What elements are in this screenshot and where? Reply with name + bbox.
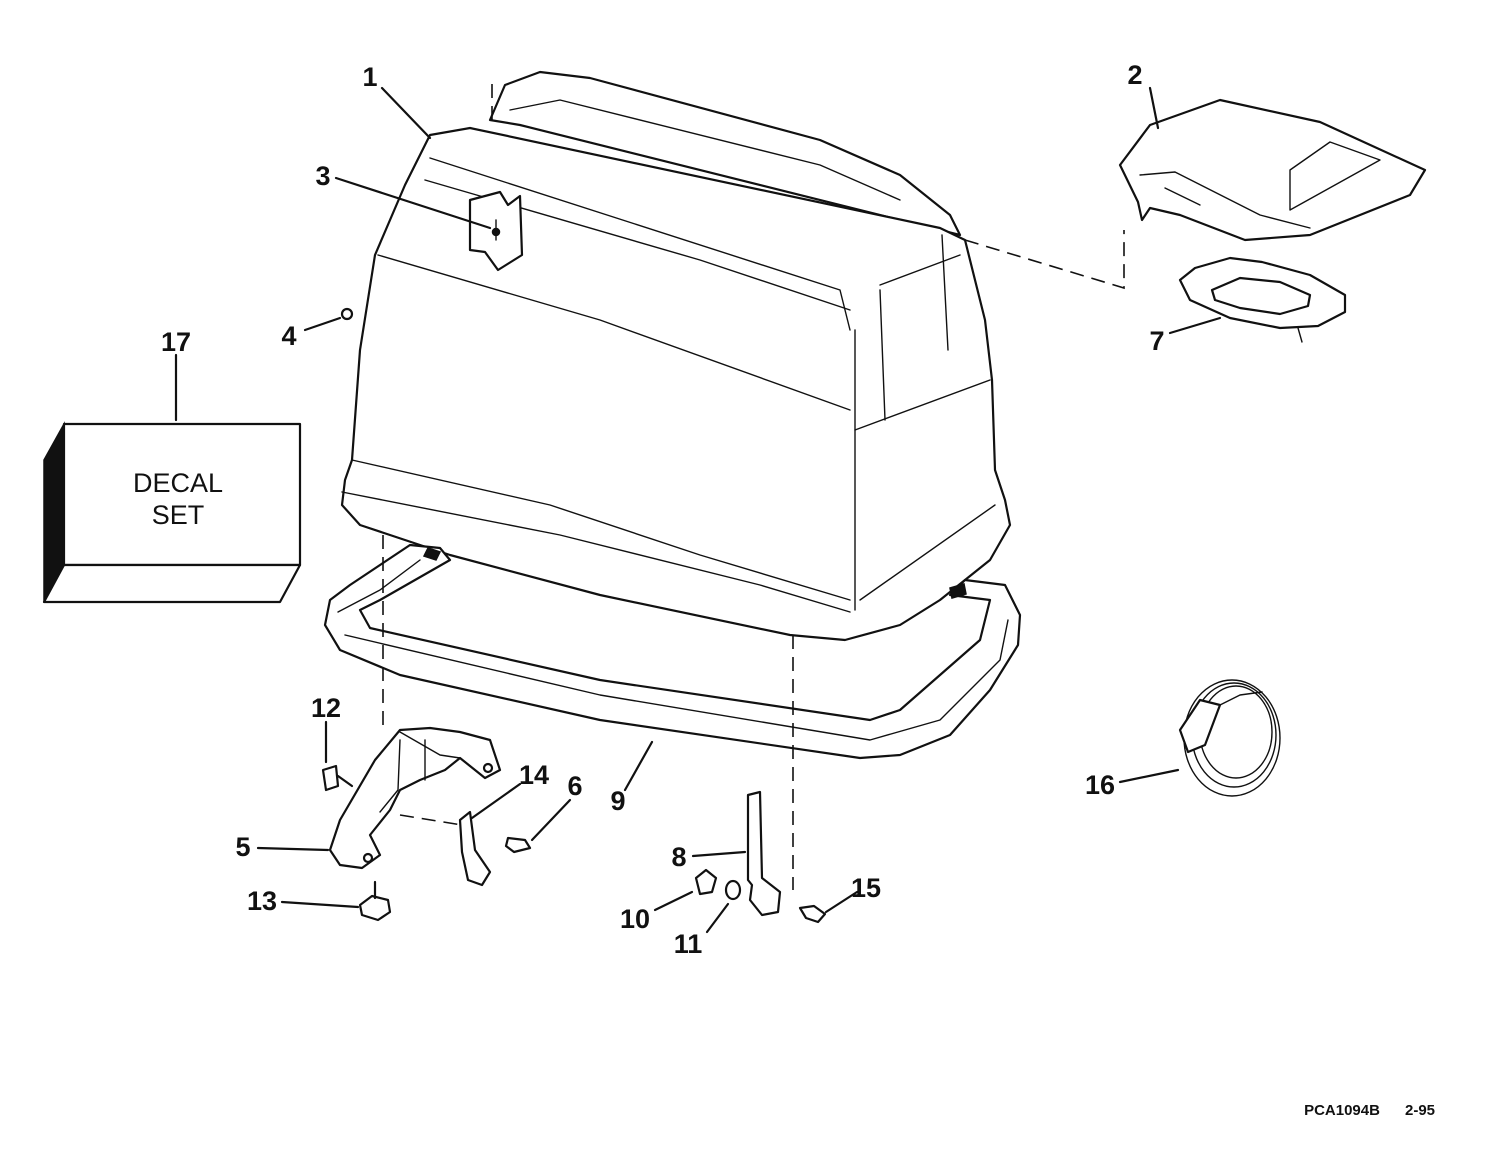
clip-part <box>321 764 340 792</box>
gasket-part <box>1178 256 1347 343</box>
footer-part-code: PCA1094B <box>1304 1102 1380 1119</box>
callout-4: 4 <box>281 321 296 351</box>
callout-9: 9 <box>610 786 625 816</box>
callout-17: 17 <box>161 327 191 357</box>
air-intake-cover-part <box>1118 98 1427 242</box>
callout-6: 6 <box>567 771 582 801</box>
harness-coil-part <box>1178 679 1281 797</box>
decal-set-box: DECAL SET <box>42 421 302 604</box>
assembly-line <box>964 230 1125 290</box>
callout-10: 10 <box>620 904 650 934</box>
assembly-line <box>399 814 463 826</box>
footer-date: 2-95 <box>1405 1102 1435 1119</box>
latch-bracket-part <box>746 790 782 917</box>
seal-part <box>323 543 1022 760</box>
bracket-part <box>328 726 502 870</box>
decal-box-line2: SET <box>152 500 205 530</box>
callout-3: 3 <box>315 161 330 191</box>
callout-11: 11 <box>674 929 703 959</box>
screw-part-6 <box>504 836 532 854</box>
callout-13: 13 <box>247 886 277 916</box>
callout-2: 2 <box>1127 60 1142 90</box>
callout-16: 16 <box>1085 770 1115 800</box>
screw-part-15 <box>798 904 827 924</box>
washer-part <box>724 879 742 901</box>
callout-14: 14 <box>519 760 549 790</box>
callout-7: 7 <box>1149 326 1164 356</box>
callout-12: 12 <box>311 693 341 723</box>
callout-5: 5 <box>235 832 250 862</box>
callout-8: 8 <box>671 842 686 872</box>
nut-part <box>694 868 718 896</box>
retainer-part <box>458 810 492 887</box>
leader-lines <box>174 86 1222 934</box>
grommet-part <box>358 880 392 922</box>
callout-15: 15 <box>851 873 881 903</box>
callout-1: 1 <box>362 62 377 92</box>
engine-cover-part <box>340 70 1012 642</box>
decal-box-line1: DECAL <box>133 468 223 498</box>
